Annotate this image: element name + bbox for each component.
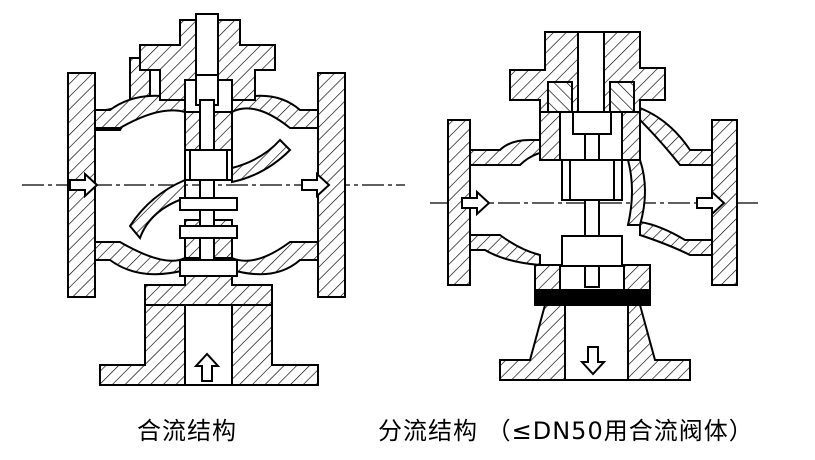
left-outlet-flange (317, 72, 346, 298)
left-valve-mixing (22, 13, 405, 386)
right-valve-diverting (430, 31, 760, 381)
right-bottom-arrow (579, 346, 607, 376)
caption-diverting-structure: 分流结构 （≤DN50用合流阀体） (378, 417, 754, 445)
right-inlet-flange (447, 119, 471, 286)
left-bottom-arrow (193, 352, 221, 382)
right-inlet-arrow (461, 189, 491, 217)
caption-mixing-structure: 合流结构 (137, 417, 237, 445)
left-outlet-arrow (301, 171, 331, 199)
right-outlet-arrow (696, 189, 726, 217)
left-inlet-arrow (69, 171, 99, 199)
left-bottom-port (99, 304, 186, 386)
